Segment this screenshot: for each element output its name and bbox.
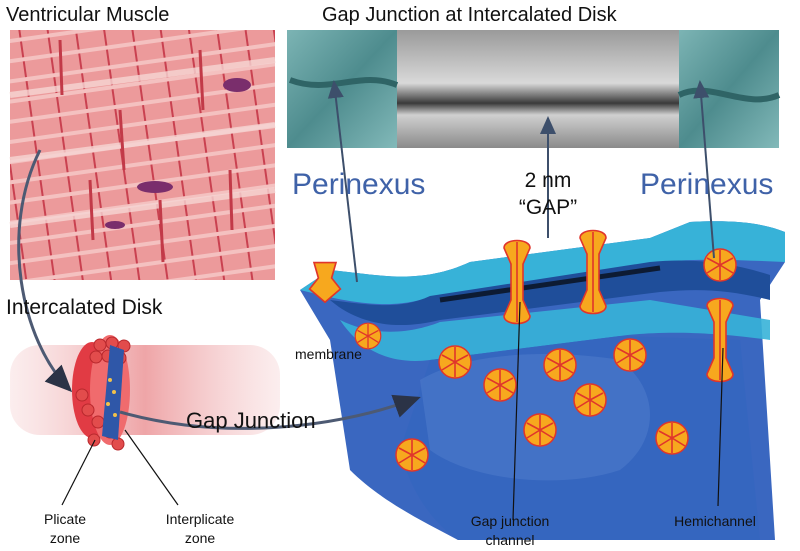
- label-hemichannel: Hemichannel: [674, 513, 756, 529]
- arrows: [17, 80, 724, 521]
- label-interplicate-zone-1: Interplicate: [165, 511, 235, 527]
- label-membrane: membrane: [295, 346, 362, 362]
- gap-junction-channels: [308, 229, 734, 383]
- label-gap-junction-channel-2: channel: [485, 532, 535, 548]
- nucleus: [137, 181, 173, 193]
- nucleus: [105, 221, 125, 229]
- intercalated-disk-cylinder: [10, 335, 280, 451]
- label-perinexus-left: Perinexus: [292, 168, 426, 201]
- label-interplicate-zone-2: zone: [184, 530, 216, 546]
- muscle-to-disk-arrow: [17, 149, 73, 393]
- channel-pointer-line: [512, 301, 521, 521]
- title-intercalated-disk: Intercalated Disk: [6, 296, 163, 319]
- label-gap-junction-channel-1: Gap junction: [470, 513, 550, 529]
- perinexus-right-arrow: [693, 80, 715, 259]
- label-perinexus-right: Perinexus: [640, 168, 774, 201]
- title-gap-junction: Gap Junction at Intercalated Disk: [322, 4, 617, 26]
- label-gap-junction: Gap Junction: [186, 408, 316, 433]
- interplicate-pointer-line: [124, 429, 179, 506]
- ventricular-muscle-image: [9, 30, 276, 280]
- label-plicate-zone-1: Plicate: [43, 511, 87, 527]
- label-gap-size: 2 nm: [524, 169, 572, 192]
- nucleus: [223, 78, 251, 92]
- hemichannel-pointer-line: [717, 347, 724, 507]
- label-plicate-zone-2: zone: [49, 530, 81, 546]
- plicate-pointer-line: [61, 439, 96, 506]
- perinexus-left-arrow: [327, 80, 358, 283]
- disk-to-junction-arrow: [119, 394, 421, 430]
- gap-junction-micrograph: [287, 30, 781, 148]
- label-gap-word: “GAP”: [518, 196, 578, 219]
- title-ventricular-muscle: Ventricular Muscle: [6, 4, 170, 26]
